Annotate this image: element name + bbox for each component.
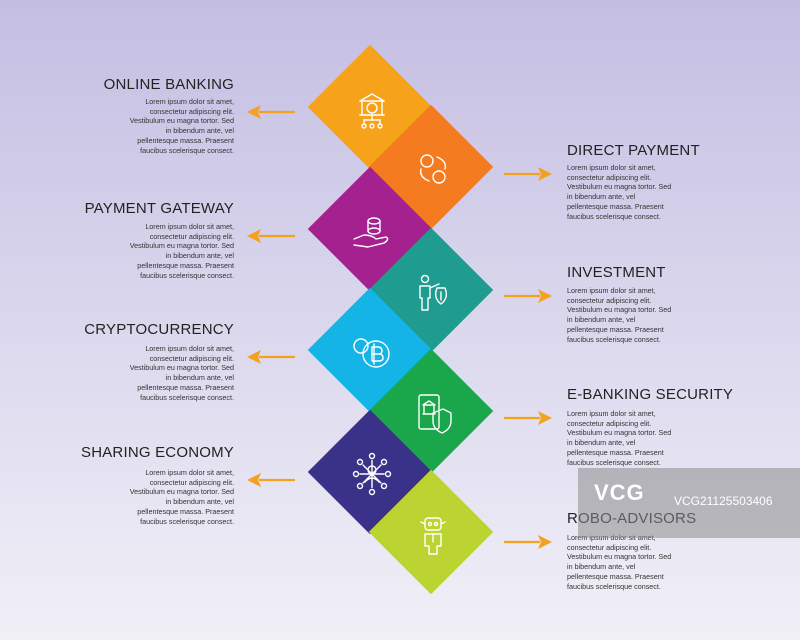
network-people-icon [352, 452, 392, 496]
coin-exchange-icon [419, 154, 447, 184]
item-title: PAYMENT GATEWAY [84, 200, 234, 217]
arrow-right-icon [504, 535, 552, 549]
phone-bank-shield-icon [418, 394, 452, 434]
item-title: SHARING ECONOMY [80, 444, 234, 461]
robot-advisor-icon [420, 517, 446, 555]
item-description: Lorem ipsum dolor sit amet, consectetur … [129, 468, 234, 526]
arrow-left-icon [247, 473, 295, 487]
arrow-right-icon [504, 411, 552, 425]
item-description: Lorem ipsum dolor sit amet, consectetur … [567, 533, 672, 591]
investor-money-bag-icon [419, 274, 448, 311]
item-description: Lorem ipsum dolor sit amet, consectetur … [129, 222, 234, 280]
arrow-right-icon [504, 167, 552, 181]
bitcoin-icon [353, 338, 390, 368]
watermark-text: VCG21125503406 [674, 494, 773, 508]
item-title: DIRECT PAYMENT [567, 142, 700, 159]
arrow-left-icon [247, 229, 295, 243]
item-title: INVESTMENT [567, 264, 666, 281]
item-description: Lorem ipsum dolor sit amet, consectetur … [567, 409, 672, 467]
arrow-left-icon [247, 105, 295, 119]
item-description: Lorem ipsum dolor sit amet, consectetur … [129, 344, 234, 402]
bank-money-network-icon [359, 93, 385, 129]
hand-coins-icon [353, 217, 389, 248]
arrow-left-icon [247, 350, 295, 364]
arrow-right-icon [504, 289, 552, 303]
item-title: CRYPTOCURRENCY [84, 321, 234, 338]
watermark-logo: VCG [594, 480, 645, 505]
item-description: Lorem ipsum dolor sit amet, consectetur … [567, 163, 672, 221]
item-description: Lorem ipsum dolor sit amet, consectetur … [129, 97, 234, 155]
item-title: E-BANKING SECURITY [567, 386, 734, 403]
item-description: Lorem ipsum dolor sit amet, consectetur … [567, 286, 672, 344]
item-title: ONLINE BANKING [103, 76, 234, 93]
watermark: VCG VCG21125503406 [578, 468, 800, 538]
